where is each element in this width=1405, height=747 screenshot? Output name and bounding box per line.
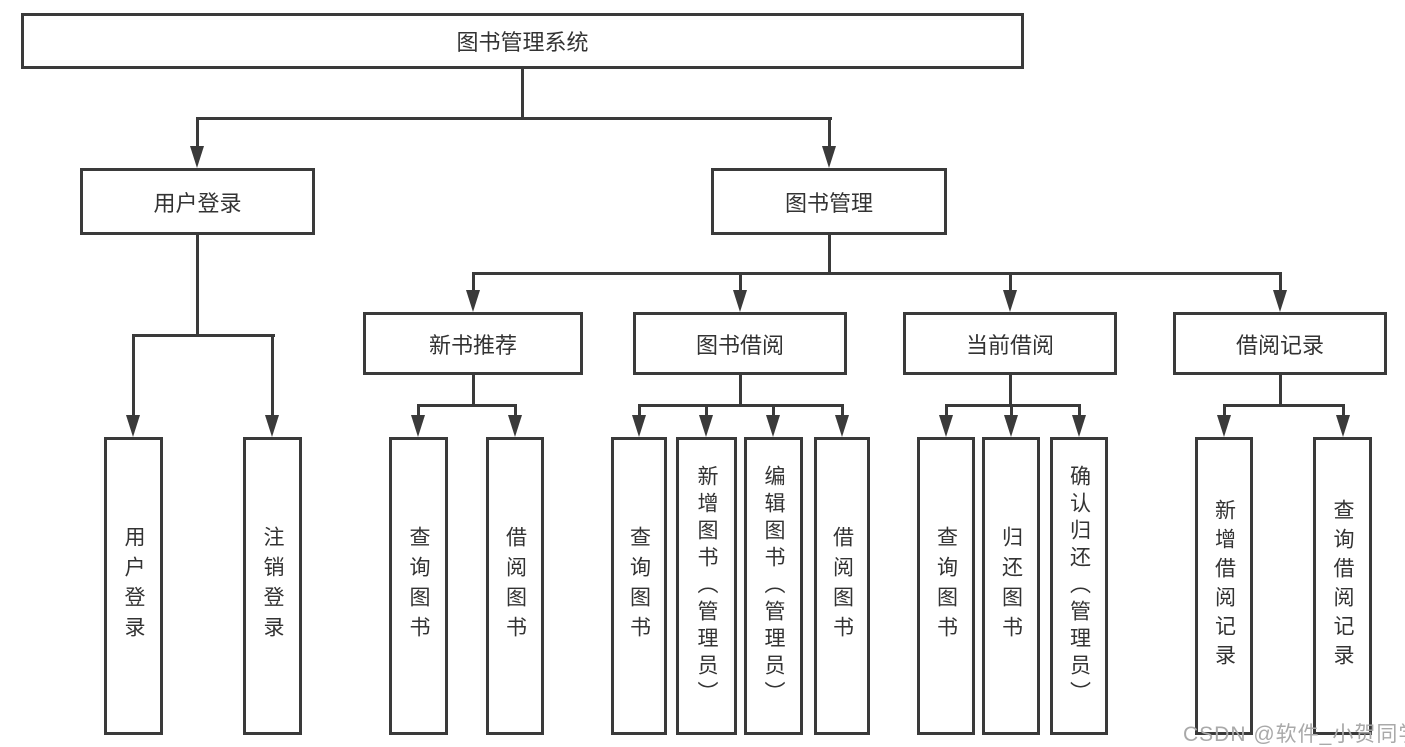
arrow-down-icon	[411, 415, 425, 437]
connector-line	[1342, 404, 1345, 417]
connector-line	[945, 404, 948, 417]
arrow-down-icon	[190, 146, 204, 168]
connector-line	[739, 272, 742, 292]
arrow-down-icon	[466, 290, 480, 312]
arrow-down-icon	[1004, 415, 1018, 437]
leaf-query-books-borrow: 查询图书	[611, 437, 667, 735]
arrow-down-icon	[699, 415, 713, 437]
arrow-down-icon	[632, 415, 646, 437]
arrow-down-icon	[1336, 415, 1350, 437]
connector-line	[472, 272, 1282, 275]
connector-line	[472, 272, 475, 292]
leaf-borrow-books-recommend: 借阅图书	[486, 437, 544, 735]
arrow-down-icon	[508, 415, 522, 437]
connector-line	[1279, 375, 1282, 407]
arrow-down-icon	[126, 415, 140, 437]
connector-line	[1223, 404, 1226, 417]
leaf-borrow-books: 借阅图书	[814, 437, 870, 735]
arrow-down-icon	[939, 415, 953, 437]
connector-line	[638, 404, 844, 407]
connector-line	[271, 334, 274, 416]
connector-line	[739, 375, 742, 407]
node-new-book-recommend: 新书推荐	[363, 312, 583, 375]
node-root-library-system: 图书管理系统	[21, 13, 1024, 69]
arrow-down-icon	[265, 415, 279, 437]
leaf-query-books-recommend: 查询图书	[389, 437, 448, 735]
connector-line	[196, 117, 199, 147]
leaf-query-books-current: 查询图书	[917, 437, 975, 735]
leaf-edit-books-admin: 编辑图书（管理员）	[744, 437, 803, 735]
connector-line	[521, 66, 524, 119]
leaf-confirm-return-admin: 确认归还（管理员）	[1050, 437, 1108, 735]
node-book-borrow: 图书借阅	[633, 312, 847, 375]
arrow-down-icon	[822, 146, 836, 168]
connector-line	[705, 404, 708, 417]
arrow-down-icon	[766, 415, 780, 437]
connector-line	[132, 334, 135, 416]
connector-line	[828, 117, 831, 147]
connector-line	[196, 117, 832, 120]
node-book-management: 图书管理	[711, 168, 947, 235]
connector-line	[472, 373, 475, 407]
leaf-add-books-admin: 新增图书（管理员）	[676, 437, 737, 735]
csdn-watermark: CSDN @软件_小贺同学	[1183, 723, 1405, 746]
connector-line	[828, 233, 831, 275]
leaf-add-borrow-record: 新增借阅记录	[1195, 437, 1253, 735]
leaf-logout: 注销登录	[243, 437, 302, 735]
leaf-return-books: 归还图书	[982, 437, 1040, 735]
connector-line	[132, 334, 275, 337]
connector-line	[841, 404, 844, 417]
connector-line	[1078, 404, 1081, 417]
connector-line	[417, 404, 420, 417]
leaf-user-login: 用户登录	[104, 437, 163, 735]
connector-line	[638, 404, 641, 417]
connector-line	[1009, 373, 1012, 407]
arrow-down-icon	[1217, 415, 1231, 437]
connector-line	[1010, 404, 1013, 417]
node-user-login: 用户登录	[80, 168, 315, 235]
connector-line	[772, 404, 775, 417]
node-current-borrow: 当前借阅	[903, 312, 1117, 375]
arrow-down-icon	[835, 415, 849, 437]
connector-line	[514, 404, 517, 417]
arrow-down-icon	[1072, 415, 1086, 437]
leaf-query-borrow-record: 查询借阅记录	[1313, 437, 1372, 735]
arrow-down-icon	[1003, 290, 1017, 312]
connector-line	[417, 404, 517, 407]
node-borrow-records: 借阅记录	[1173, 312, 1387, 375]
connector-line	[1009, 272, 1012, 292]
arrow-down-icon	[733, 290, 747, 312]
arrow-down-icon	[1273, 290, 1287, 312]
connector-line	[945, 404, 1081, 407]
connector-line	[1223, 404, 1344, 407]
connector-line	[196, 233, 199, 337]
connector-line	[1279, 272, 1282, 292]
